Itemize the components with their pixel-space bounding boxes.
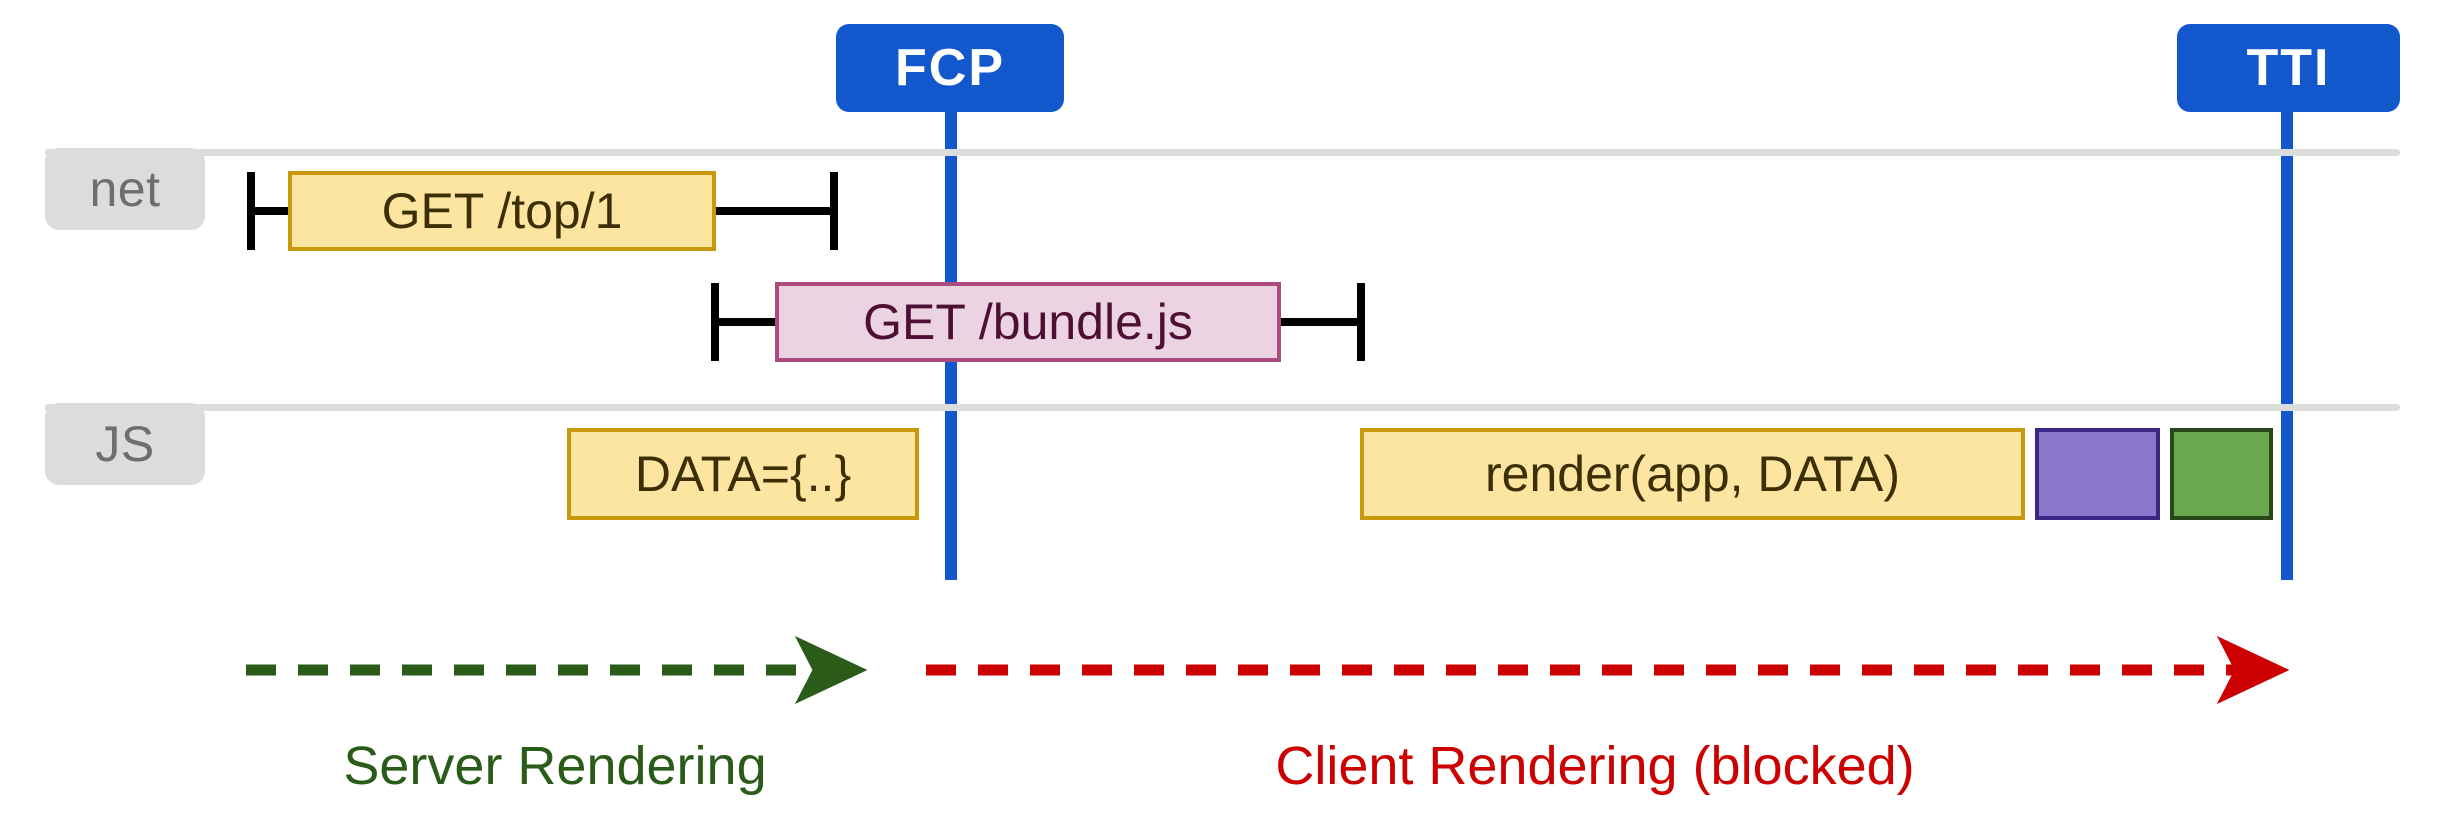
task-get-top[interactable]: GET /top/1	[288, 171, 716, 251]
fcp-milestone-badge[interactable]: FCP	[836, 24, 1064, 112]
task-data-inline-label: DATA={..}	[634, 446, 852, 502]
client-rendering-arrow	[926, 635, 2290, 705]
get-bundle-start-connector	[711, 318, 781, 326]
lane-label-js: JS	[95, 416, 155, 472]
get-top-start-connector	[247, 207, 295, 215]
tti-milestone-line	[2281, 100, 2293, 580]
fcp-milestone-label: FCP	[895, 39, 1005, 97]
get-top-end-tick	[830, 172, 838, 250]
js-lane-rule	[45, 404, 2400, 411]
lane-chip-net: net	[45, 148, 205, 230]
task-get-bundle[interactable]: GET /bundle.js	[775, 282, 1281, 362]
tti-milestone-label: TTI	[2246, 39, 2331, 97]
task-render-call[interactable]: render(app, DATA)	[1360, 428, 2025, 520]
task-paint-work[interactable]	[2170, 428, 2273, 520]
lane-label-net: net	[89, 161, 161, 217]
client-rendering-label-text: Client Rendering (blocked)	[1275, 736, 1915, 796]
client-rendering-label: Client Rendering (blocked)	[1190, 735, 2000, 797]
task-get-top-label: GET /top/1	[381, 183, 623, 239]
server-rendering-label-text: Server Rendering	[343, 736, 767, 796]
get-top-end-connector	[710, 207, 838, 215]
server-rendering-arrow	[246, 635, 868, 705]
task-hydrate-work[interactable]	[2035, 428, 2160, 520]
task-data-inline[interactable]: DATA={..}	[567, 428, 919, 520]
tti-milestone-badge[interactable]: TTI	[2177, 24, 2400, 112]
server-rendering-label: Server Rendering	[250, 735, 860, 797]
task-get-bundle-label: GET /bundle.js	[863, 294, 1193, 350]
task-render-call-label: render(app, DATA)	[1485, 446, 1900, 502]
lane-chip-js: JS	[45, 403, 205, 485]
get-bundle-end-tick	[1357, 283, 1365, 361]
net-lane-rule	[45, 149, 2400, 156]
get-bundle-end-connector	[1275, 318, 1365, 326]
